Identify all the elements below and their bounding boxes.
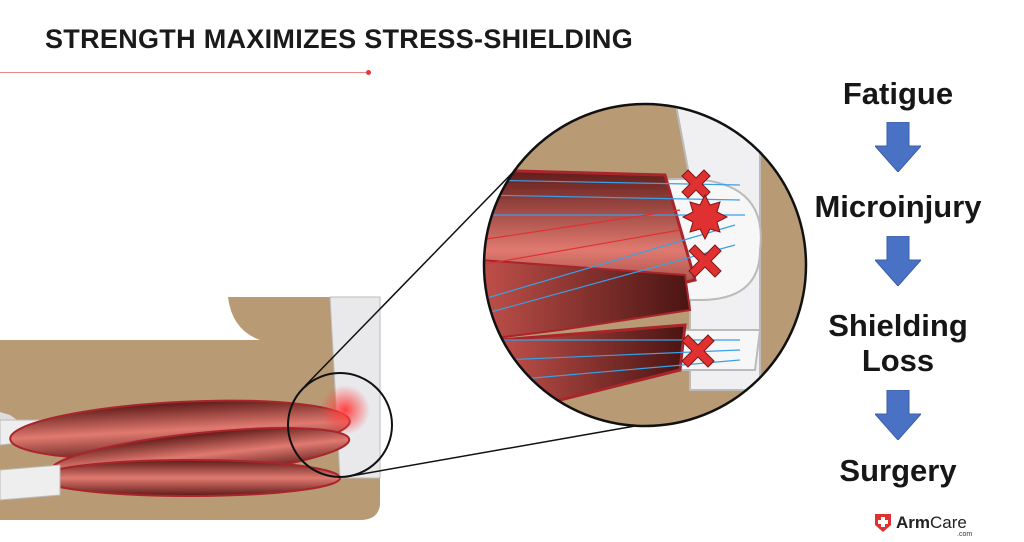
injury-markers [681, 169, 729, 368]
title-underline [0, 72, 368, 73]
zoomed-elbow-inset [484, 104, 806, 426]
flow-step-surgery: Surgery [839, 453, 957, 488]
flow-step-shielding-loss: Shielding Loss [828, 308, 968, 378]
flow-step-fatigue: Fatigue [842, 76, 954, 111]
flow-step-microinjury: Microinjury [814, 189, 982, 224]
logo-suffix: .com [957, 531, 973, 538]
shield-cross-icon [875, 514, 891, 532]
logo-brand-bold: Arm [896, 513, 931, 532]
x-marker [681, 334, 715, 368]
burst-marker [681, 193, 729, 241]
title-underline-dot [366, 70, 371, 75]
zoom-line-bottom [344, 425, 636, 478]
slide-title: STRENGTH MAXIMIZES STRESS-SHIELDING [45, 24, 634, 54]
down-arrow-icon [875, 390, 921, 440]
armcare-logo: ArmCare .com [875, 513, 972, 538]
down-arrow-icon [875, 236, 921, 286]
zoom-line-top [304, 164, 521, 387]
zoom-inset-circle [482, 102, 808, 428]
zoom-source-circle [287, 372, 393, 478]
x-marker [688, 244, 722, 278]
forearm-muscles [0, 385, 370, 501]
logo-brand-regular: Care [930, 513, 967, 532]
down-arrow-icon [875, 122, 921, 172]
